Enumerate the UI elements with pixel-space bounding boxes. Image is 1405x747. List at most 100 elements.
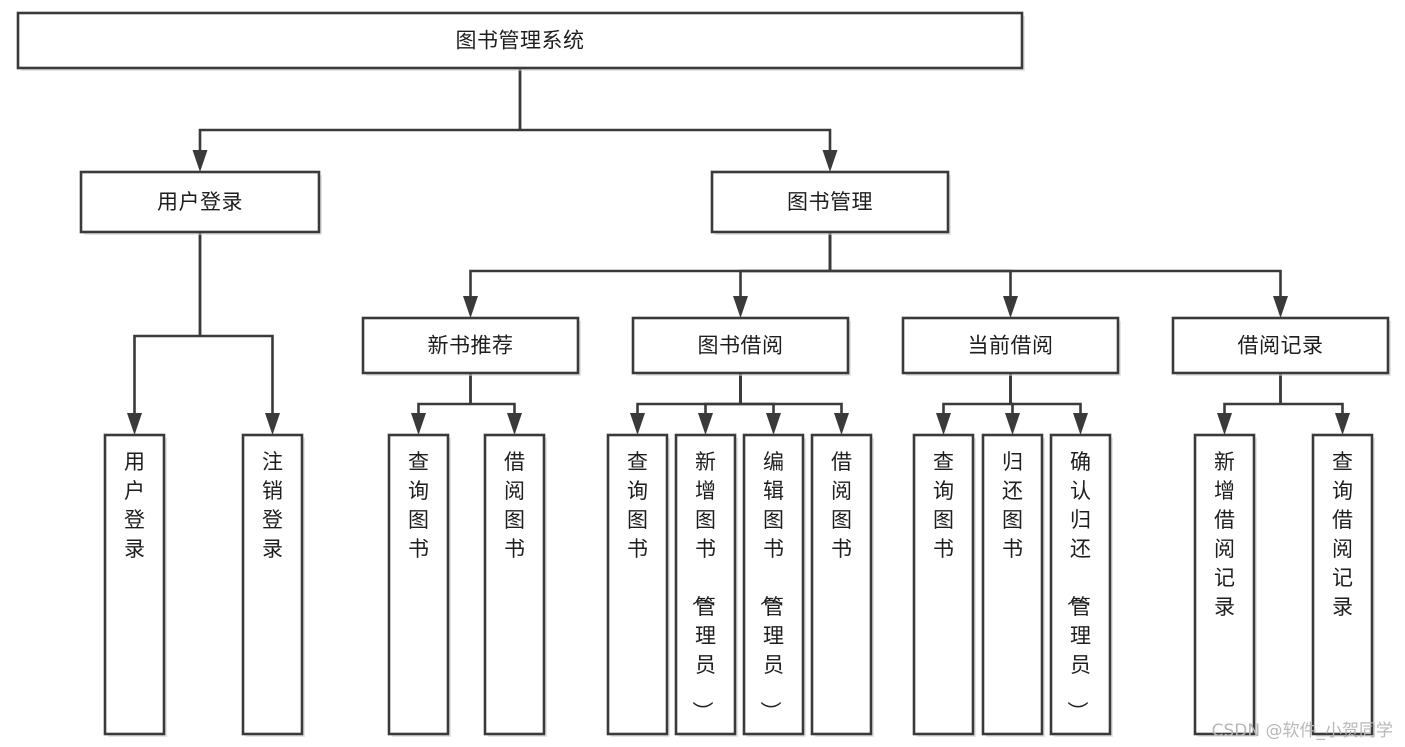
arrow-head-icon <box>698 413 713 435</box>
connector-book-manage-to-borrow-record <box>828 232 1288 318</box>
node-rect[interactable] <box>387 433 450 736</box>
node-label: 用户登录 <box>124 450 145 561</box>
arrow-head-icon <box>1217 413 1232 435</box>
connector-elbow <box>1280 402 1344 413</box>
node-label: 注销登录 <box>262 450 283 561</box>
node-rect[interactable] <box>1193 433 1256 736</box>
arrow-head-icon <box>1335 413 1350 435</box>
node-label: 归还图书 <box>1002 450 1023 561</box>
node-rect[interactable] <box>981 433 1044 736</box>
node-borrow-record[interactable]: 借阅记录 <box>1171 316 1391 376</box>
node-leaf-borrow-book-2[interactable]: 借阅图书 <box>810 433 874 737</box>
node-rect[interactable] <box>1171 316 1390 375</box>
node-label: 新增借阅记录 <box>1214 450 1235 619</box>
node-current-borrow[interactable]: 当前借阅 <box>901 316 1121 376</box>
node-label: 用户登录 <box>157 190 243 214</box>
arrow-head-icon <box>463 296 478 318</box>
arrow-head-icon <box>1273 296 1288 318</box>
connector-elbow <box>740 402 843 413</box>
node-rect[interactable] <box>79 170 321 234</box>
connector-new-book-recommend-to-leaf-query-book-1 <box>411 373 472 435</box>
connector-current-borrow-to-leaf-confirm-return <box>1009 373 1088 435</box>
node-rect[interactable] <box>710 170 950 234</box>
node-leaf-query-book-2[interactable]: 查询图书 <box>606 433 670 737</box>
node-leaf-add-book[interactable]: 新增图书（管理员） <box>674 433 738 737</box>
node-leaf-add-borrow-record[interactable]: 新增借阅记录 <box>1193 433 1257 737</box>
connector-borrow-record-to-leaf-query-borrow-record <box>1279 373 1350 435</box>
node-leaf-logout-login[interactable]: 注销登录 <box>241 433 305 737</box>
arrow-head-icon <box>411 413 426 435</box>
connector-elbow <box>200 334 274 413</box>
node-label: 当前借阅 <box>968 334 1054 358</box>
node-rect[interactable] <box>912 433 975 736</box>
node-user-login[interactable]: 用户登录 <box>79 170 322 235</box>
node-rect[interactable] <box>901 316 1120 375</box>
arrow-head-icon <box>834 413 849 435</box>
node-leaf-edit-book[interactable]: 编辑图书（管理员） <box>742 433 806 737</box>
node-leaf-user-login[interactable]: 用户登录 <box>103 433 167 737</box>
node-rect[interactable] <box>631 316 850 375</box>
connector-current-borrow-to-leaf-query-book-3 <box>936 373 1012 435</box>
node-book-borrow[interactable]: 图书借阅 <box>631 316 851 376</box>
node-label: 查询图书 <box>408 450 429 561</box>
node-label: 查询图书 <box>933 450 954 561</box>
connector-user-login-to-leaf-logout-login <box>198 232 280 435</box>
arrow-head-icon <box>507 413 522 435</box>
node-root[interactable]: 图书管理系统 <box>16 11 1025 71</box>
connector-elbow <box>133 334 200 413</box>
connector-elbow <box>704 402 741 413</box>
node-rect[interactable] <box>606 433 669 736</box>
connector-elbow <box>469 269 830 296</box>
connector-elbow <box>520 128 832 150</box>
node-rect[interactable] <box>361 316 580 375</box>
node-rect[interactable] <box>742 433 805 736</box>
connector-elbow <box>417 402 471 413</box>
arrow-head-icon <box>766 413 781 435</box>
node-leaf-return-book[interactable]: 归还图书 <box>981 433 1045 737</box>
arrow-head-icon <box>936 413 951 435</box>
arrow-head-icon <box>1073 413 1088 435</box>
node-label: 图书管理系统 <box>456 29 585 53</box>
node-rect[interactable] <box>241 433 304 736</box>
node-layer: 图书管理系统用户登录图书管理新书推荐图书借阅当前借阅借阅记录用户登录注销登录查询… <box>16 11 1391 737</box>
connector-borrow-record-to-leaf-add-borrow-record <box>1217 373 1282 435</box>
node-rect[interactable] <box>1311 433 1374 736</box>
connector-book-manage-to-book-borrow <box>733 232 832 318</box>
node-label: 查询借阅记录 <box>1332 450 1353 619</box>
node-rect[interactable] <box>483 433 546 736</box>
node-rect[interactable] <box>16 11 1024 70</box>
node-leaf-query-book-3[interactable]: 查询图书 <box>912 433 976 737</box>
node-leaf-borrow-book-1[interactable]: 借阅图书 <box>483 433 547 737</box>
connector-elbow <box>1010 402 1014 413</box>
node-leaf-query-borrow-record[interactable]: 查询借阅记录 <box>1311 433 1375 737</box>
connector-elbow <box>1010 402 1082 413</box>
connector-elbow <box>470 402 516 413</box>
connector-book-manage-to-current-borrow <box>828 232 1018 318</box>
node-leaf-query-book-1[interactable]: 查询图书 <box>387 433 451 737</box>
arrow-head-icon <box>265 413 280 435</box>
arrow-head-icon <box>1003 296 1018 318</box>
connector-book-borrow-to-leaf-add-book <box>698 373 742 435</box>
connector-root-to-book-manage <box>518 68 838 172</box>
node-rect[interactable] <box>810 433 873 736</box>
node-label: 借阅图书 <box>831 450 852 561</box>
node-label: 查询图书 <box>627 450 648 561</box>
node-book-manage[interactable]: 图书管理 <box>710 170 951 235</box>
node-label: 借阅记录 <box>1238 334 1324 358</box>
node-label: 图书管理 <box>787 190 873 214</box>
node-leaf-confirm-return[interactable]: 确认归还（管理员） <box>1049 433 1113 737</box>
connector-elbow <box>830 269 1012 296</box>
connector-elbow <box>942 402 1011 413</box>
connector-book-manage-to-new-book-recommend <box>463 232 832 318</box>
arrow-head-icon <box>127 413 142 435</box>
node-rect[interactable] <box>674 433 737 736</box>
node-rect[interactable] <box>103 433 166 736</box>
connector-elbow <box>1223 402 1281 413</box>
arrow-head-icon <box>822 150 838 172</box>
node-new-book-recommend[interactable]: 新书推荐 <box>361 316 581 376</box>
connector-root-to-user-login <box>192 68 522 172</box>
node-rect[interactable] <box>1049 433 1112 736</box>
connector-new-book-recommend-to-leaf-borrow-book-1 <box>469 373 522 435</box>
